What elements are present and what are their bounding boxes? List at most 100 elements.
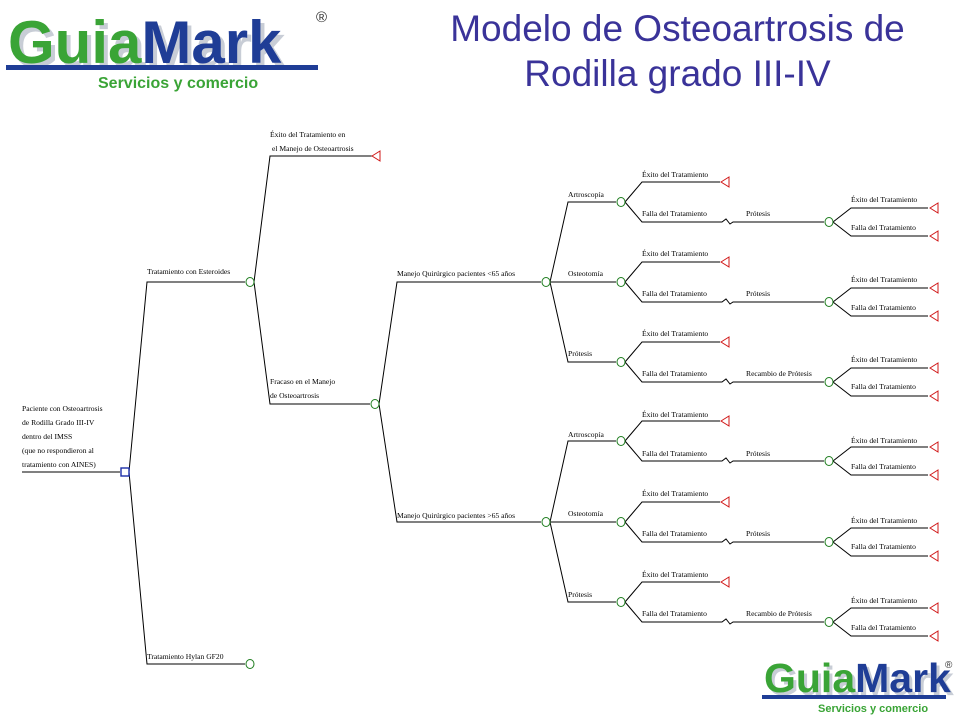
tree-nodes [120, 150, 939, 669]
logo-top-underline [6, 65, 318, 70]
g6-success-label: Éxito del Tratamiento [642, 569, 708, 579]
g1-sub-failure-label: Falla del Tratamiento [851, 223, 916, 232]
g3-failure-label: Falla del Tratamiento [642, 369, 707, 378]
upper-arthroscopy-chance-node [616, 197, 626, 207]
logo-bottom-tagline: Servicios y comercio [818, 703, 928, 715]
g1-sub-chance-node [824, 217, 834, 227]
g2-sub-failure-terminal [929, 310, 939, 322]
g4-sub-success-label: Éxito del Tratamiento [851, 435, 917, 445]
surgery-ge65-label: Manejo Quirúrgico pacientes >65 años [397, 511, 515, 520]
g2-sub-success-terminal [929, 282, 939, 294]
edge-steroids [128, 281, 245, 473]
upper-osteotomy-chance-node [616, 277, 626, 287]
g3-success-label: Éxito del Tratamiento [642, 328, 708, 338]
edge-steroids-failure [253, 281, 370, 405]
branch-hylan-label: Tratamiento Hylan GF20 [147, 652, 224, 661]
g5-success-label: Éxito del Tratamiento [642, 488, 708, 498]
edge-g1-sub-success [832, 207, 928, 223]
g3-next-label: Recambio de Prótesis [746, 369, 812, 378]
root-label-line-1: Paciente con Osteoartrosis [22, 404, 103, 413]
g5-sub-success-label: Éxito del Tratamiento [851, 515, 917, 525]
lower-arthroscopy-chance-node [616, 436, 626, 446]
g2-sub-failure-label: Falla del Tratamiento [851, 303, 916, 312]
steroids-success-line-2: el Manejo de Osteoartrosis [272, 144, 354, 153]
edge-g3-sub-success [832, 367, 928, 383]
edge-g5-sub-failure [832, 541, 928, 557]
g1-next-label: Prótesis [746, 209, 770, 218]
failure-chance-node [370, 399, 380, 409]
steroids-failure-line-2: de Osteoartrosis [270, 391, 319, 400]
logo-bottom-registered: ® [945, 660, 953, 671]
tree-labels: Paciente con Osteoartrosis de Rodilla Gr… [22, 129, 917, 661]
edge-surgery-ge65 [378, 403, 541, 523]
root-label-line-3: dentro del IMSS [22, 432, 72, 441]
upper-osteotomy-label: Osteotomía [568, 269, 604, 278]
g5-success-terminal [720, 496, 730, 508]
g3-sub-failure-label: Falla del Tratamiento [851, 382, 916, 391]
edge-g1-failure [624, 201, 824, 225]
edge-g3-failure [624, 361, 824, 385]
edge-upper-prosthesis [549, 281, 616, 363]
root-label-line-2: de Rodilla Grado III-IV [22, 418, 95, 427]
lower-arthroscopy-label: Artroscopía [568, 430, 604, 439]
upper-prosthesis-label: Prótesis [568, 349, 592, 358]
root-decision-node [120, 467, 130, 477]
upper-prosthesis-chance-node [616, 357, 626, 367]
title-line-1: Modelo de Osteoartrosis de [450, 8, 905, 49]
g6-sub-success-label: Éxito del Tratamiento [851, 595, 917, 605]
edge-g4-sub-failure [832, 460, 928, 476]
edge-g6-sub-failure [832, 621, 928, 637]
g2-sub-success-label: Éxito del Tratamiento [851, 274, 917, 284]
g3-success-terminal [720, 336, 730, 348]
surgery-ge65-chance-node [541, 517, 551, 527]
edge-g6-failure [624, 601, 824, 625]
g2-failure-label: Falla del Tratamiento [642, 289, 707, 298]
edge-g2-sub-success [832, 287, 928, 303]
lower-osteotomy-label: Osteotomía [568, 509, 604, 518]
lower-prosthesis-chance-node [616, 597, 626, 607]
steroids-failure-line-1: Fracaso en el Manejo [270, 377, 335, 386]
edge-g6-sub-success [832, 607, 928, 623]
g6-sub-failure-label: Falla del Tratamiento [851, 623, 916, 632]
edge-g2-sub-failure [832, 301, 928, 317]
lower-prosthesis-label: Prótesis [568, 590, 592, 599]
g6-success-terminal [720, 576, 730, 588]
g6-sub-success-terminal [929, 602, 939, 614]
g1-failure-label: Falla del Tratamiento [642, 209, 707, 218]
edge-hylan [128, 471, 245, 665]
tree-edges [22, 155, 928, 665]
g4-sub-failure-terminal [929, 469, 939, 481]
g5-sub-failure-label: Falla del Tratamiento [851, 542, 916, 551]
g4-failure-label: Falla del Tratamiento [642, 449, 707, 458]
g6-next-label: Recambio de Prótesis [746, 609, 812, 618]
edge-g4-sub-success [832, 446, 928, 462]
g4-sub-failure-label: Falla del Tratamiento [851, 462, 916, 471]
edge-g6-success [624, 581, 720, 603]
g4-success-label: Éxito del Tratamiento [642, 409, 708, 419]
g3-sub-success-terminal [929, 362, 939, 374]
logo-bottom-word: GuiaMark [764, 655, 951, 701]
edge-g4-success [624, 420, 720, 442]
logo-top-tagline: Servicios y comercio [98, 75, 258, 92]
g4-sub-chance-node [824, 456, 834, 466]
upper-arthroscopy-label: Artroscopía [568, 190, 604, 199]
logo-bottom-underline [762, 695, 946, 699]
g5-next-label: Prótesis [746, 529, 770, 538]
edge-lower-prosthesis [549, 521, 616, 603]
steroids-success-line-1: Éxito del Tratamiento en [270, 129, 345, 139]
edge-g3-success [624, 341, 720, 363]
g3-sub-success-label: Éxito del Tratamiento [851, 354, 917, 364]
edge-g5-sub-success [832, 527, 928, 543]
g2-success-terminal [720, 256, 730, 268]
g5-sub-success-terminal [929, 522, 939, 534]
logo-top-registered: ® [316, 9, 327, 26]
g1-sub-success-terminal [929, 202, 939, 214]
root-label-line-4: (que no respondieron al [22, 446, 94, 455]
g1-success-label: Éxito del Tratamiento [642, 169, 708, 179]
g2-success-label: Éxito del Tratamiento [642, 248, 708, 258]
edge-g4-failure [624, 440, 824, 464]
g6-sub-failure-terminal [929, 630, 939, 642]
g3-sub-chance-node [824, 377, 834, 387]
g5-sub-chance-node [824, 537, 834, 547]
g5-sub-failure-terminal [929, 550, 939, 562]
